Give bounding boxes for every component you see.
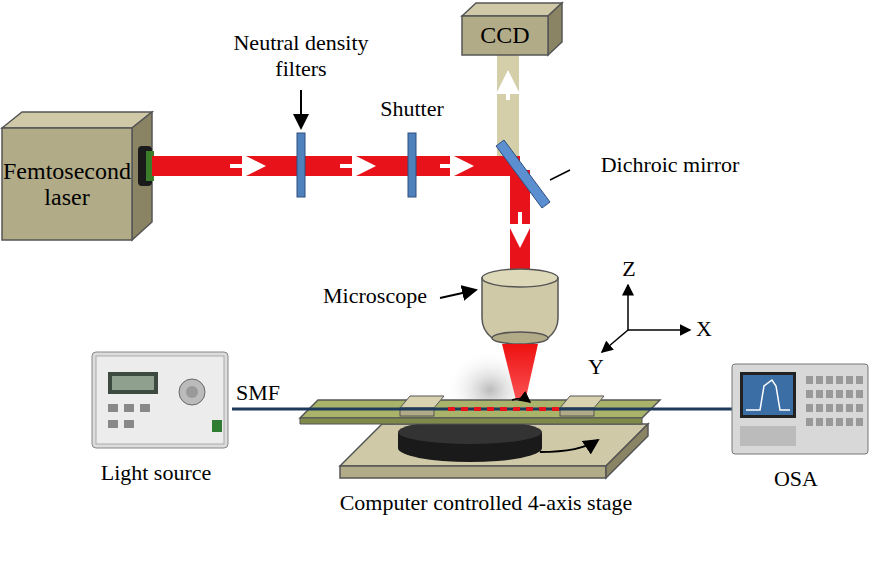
objective-label: Microscope — [310, 283, 440, 309]
source-label: Light source — [71, 460, 241, 486]
camera-box: CCD — [462, 16, 548, 55]
axis-label: X — [689, 316, 719, 342]
axis-label: Z — [614, 256, 644, 282]
fiber-label: SMF — [228, 380, 288, 406]
device-name: CCD — [480, 22, 529, 48]
analyzer-label: OSA — [756, 466, 836, 492]
stage-label: Computer controlled 4-axis stage — [336, 490, 636, 516]
laser-box: Femtosecond laser — [2, 128, 132, 240]
axis-label: Y — [581, 354, 611, 380]
mirror-label: Dichroic mirror — [570, 152, 770, 178]
shutter-label: Shutter — [362, 96, 462, 122]
device-name: Femtosecond laser — [3, 158, 131, 211]
filter-label: Neutral density filters — [206, 30, 396, 83]
